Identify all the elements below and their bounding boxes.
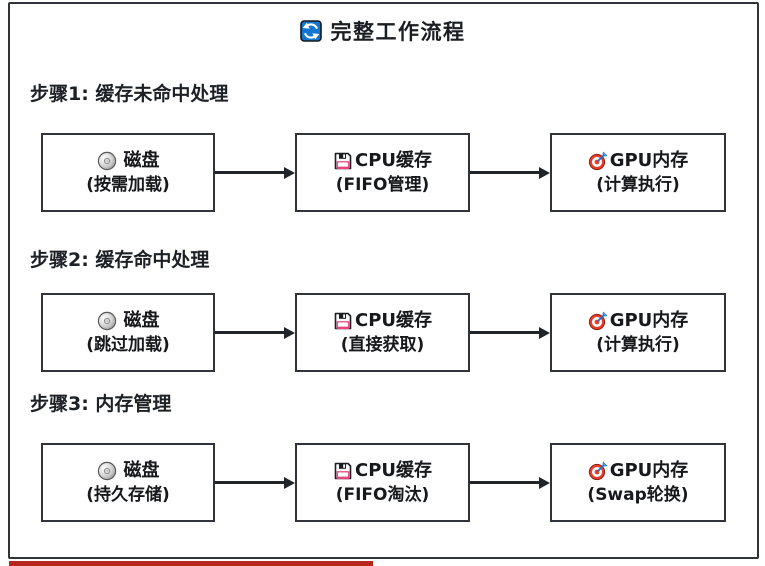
node-subtitle: (计算执行) bbox=[596, 334, 680, 355]
arrow-right bbox=[215, 166, 295, 179]
cd-icon bbox=[97, 311, 117, 331]
node-subtitle: (按需加载) bbox=[86, 174, 170, 195]
step-1-label: 步骤1: 缓存未命中处理 bbox=[30, 83, 229, 105]
step-3-label: 步骤3: 内存管理 bbox=[30, 393, 172, 415]
target-icon bbox=[588, 461, 608, 481]
node-disk-3: 磁盘 (持久存储) bbox=[41, 443, 215, 522]
node-title: CPU缓存 bbox=[354, 459, 433, 481]
node-subtitle: (计算执行) bbox=[596, 174, 680, 195]
node-title: CPU缓存 bbox=[354, 309, 433, 331]
node-disk-1: 磁盘 (按需加载) bbox=[41, 133, 215, 212]
target-icon bbox=[588, 151, 608, 171]
step-2-label: 步骤2: 缓存命中处理 bbox=[30, 249, 210, 271]
floppy-icon bbox=[333, 311, 353, 331]
step-2-row: 磁盘 (跳过加载) CPU缓存 (直接获取) bbox=[0, 293, 765, 372]
arrow-right bbox=[470, 326, 550, 339]
step-3-row: 磁盘 (持久存储) CPU缓存 (FIFO淘汰) bbox=[0, 443, 765, 522]
node-cpu-cache-1: CPU缓存 (FIFO管理) bbox=[295, 133, 470, 212]
node-subtitle: (Swap轮换) bbox=[587, 484, 689, 505]
refresh-icon bbox=[299, 20, 322, 42]
diagram-title: 完整工作流程 bbox=[0, 19, 765, 44]
node-gpu-memory-3: GPU内存 (Swap轮换) bbox=[550, 443, 726, 522]
arrow-right bbox=[470, 166, 550, 179]
node-title: CPU缓存 bbox=[354, 149, 433, 171]
cd-icon bbox=[97, 151, 117, 171]
cd-icon bbox=[97, 461, 117, 481]
arrow-right bbox=[470, 476, 550, 489]
node-cpu-cache-3: CPU缓存 (FIFO淘汰) bbox=[295, 443, 470, 522]
step-1-row: 磁盘 (按需加载) CPU缓存 (FIFO管理) bbox=[0, 133, 765, 212]
arrow-right bbox=[215, 476, 295, 489]
node-subtitle: (FIFO管理) bbox=[335, 174, 430, 195]
node-title: GPU内存 bbox=[609, 149, 689, 171]
node-disk-2: 磁盘 (跳过加载) bbox=[41, 293, 215, 372]
node-gpu-memory-1: GPU内存 (计算执行) bbox=[550, 133, 726, 212]
node-gpu-memory-2: GPU内存 (计算执行) bbox=[550, 293, 726, 372]
floppy-icon bbox=[333, 151, 353, 171]
arrow-right bbox=[215, 326, 295, 339]
node-cpu-cache-2: CPU缓存 (直接获取) bbox=[295, 293, 470, 372]
floppy-icon bbox=[333, 461, 353, 481]
node-subtitle: (持久存储) bbox=[86, 484, 170, 505]
node-title: 磁盘 bbox=[123, 149, 160, 171]
node-subtitle: (跳过加载) bbox=[86, 334, 170, 355]
node-subtitle: (FIFO淘汰) bbox=[335, 484, 430, 505]
node-title: 磁盘 bbox=[123, 309, 160, 331]
node-title: GPU内存 bbox=[609, 309, 689, 331]
bottom-red-bar bbox=[9, 561, 373, 566]
target-icon bbox=[588, 311, 608, 331]
diagram-title-text: 完整工作流程 bbox=[330, 20, 466, 44]
node-title: 磁盘 bbox=[123, 459, 160, 481]
node-title: GPU内存 bbox=[609, 459, 689, 481]
node-subtitle: (直接获取) bbox=[340, 334, 425, 355]
